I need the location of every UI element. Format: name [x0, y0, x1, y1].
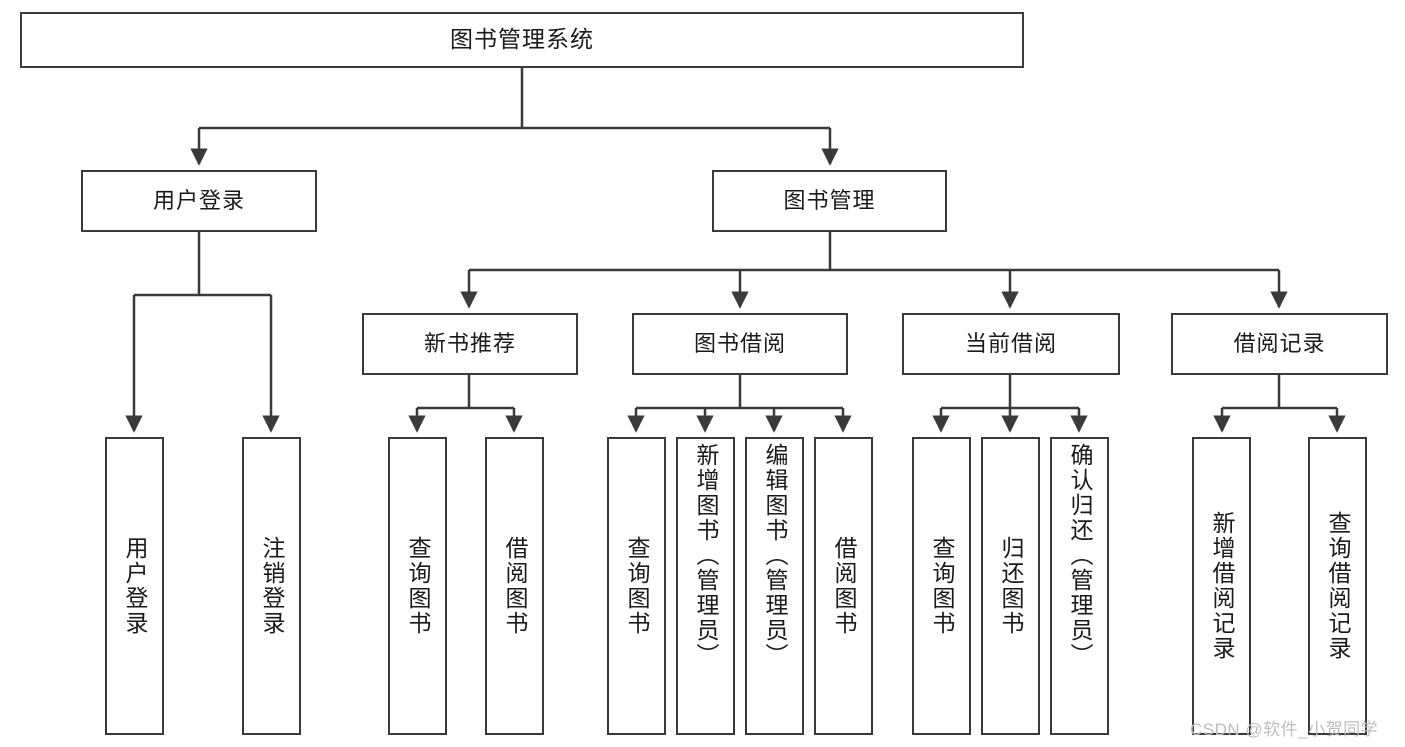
leaf-label: 新增借阅记录: [1209, 511, 1235, 661]
csdn-watermark: CSDN @软件_小贺同学: [1190, 720, 1379, 739]
node-label: 用户登录: [152, 187, 245, 213]
leaf-label: 查询借阅记录: [1325, 511, 1351, 661]
leaf-label: 借阅图书: [831, 536, 857, 636]
leaf-label: 查询图书: [624, 536, 650, 636]
node-current-borrowing[interactable]: 当前借阅: [902, 313, 1120, 375]
node-new-book-recommendation[interactable]: 新书推荐: [362, 313, 578, 375]
node-user-login[interactable]: 用户登录: [81, 170, 317, 232]
leaf-new-book-query-books[interactable]: 查询图书: [388, 437, 447, 735]
leaf-book-borrow-query-books[interactable]: 查询图书: [607, 437, 666, 735]
leaf-label: 查询图书: [929, 536, 955, 636]
leaf-label: 注销登录: [259, 536, 285, 636]
leaf-current-borrow-confirm-return-admin[interactable]: 确认归还（管理员）: [1050, 437, 1109, 735]
node-book-management[interactable]: 图书管理: [712, 170, 947, 232]
leaf-label: 归还图书: [998, 536, 1024, 636]
leaf-label: 新增图书（管理员）: [693, 443, 719, 668]
node-label: 借阅记录: [1233, 330, 1326, 356]
leaf-label: 确认归还（管理员）: [1067, 443, 1093, 668]
leaf-label: 用户登录: [122, 536, 148, 636]
leaf-current-borrow-return-books[interactable]: 归还图书: [981, 437, 1040, 735]
node-label: 图书管理: [783, 187, 876, 213]
node-label: 当前借阅: [964, 330, 1057, 356]
node-book-borrowing[interactable]: 图书借阅: [632, 313, 848, 375]
leaf-book-borrow-borrow-books[interactable]: 借阅图书: [814, 437, 873, 735]
leaf-book-borrow-add-book-admin[interactable]: 新增图书（管理员）: [676, 437, 735, 735]
leaf-label: 借阅图书: [502, 536, 528, 636]
leaf-new-book-borrow-books[interactable]: 借阅图书: [485, 437, 544, 735]
leaf-current-borrow-query-books[interactable]: 查询图书: [912, 437, 971, 735]
leaf-user-login-do-login[interactable]: 用户登录: [105, 437, 164, 735]
node-label: 图书管理系统: [450, 26, 594, 53]
node-label: 图书借阅: [693, 330, 786, 356]
leaf-label: 查询图书: [405, 536, 431, 636]
leaf-borrow-record-add-record[interactable]: 新增借阅记录: [1192, 437, 1251, 735]
node-root-book-management-system[interactable]: 图书管理系统: [20, 12, 1024, 68]
node-label: 新书推荐: [423, 330, 516, 356]
node-borrowing-record[interactable]: 借阅记录: [1171, 313, 1388, 375]
leaf-user-login-logout[interactable]: 注销登录: [242, 437, 301, 735]
leaf-book-borrow-edit-book-admin[interactable]: 编辑图书（管理员）: [745, 437, 804, 735]
leaf-borrow-record-query-record[interactable]: 查询借阅记录: [1308, 437, 1367, 735]
leaf-label: 编辑图书（管理员）: [762, 443, 788, 668]
